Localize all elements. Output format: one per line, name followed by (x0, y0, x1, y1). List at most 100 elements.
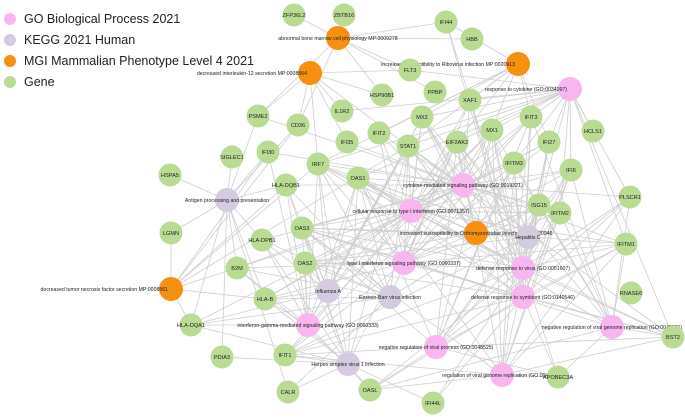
go-node-circle[interactable] (600, 315, 624, 339)
mgi-node-circle[interactable] (464, 221, 488, 245)
node-cd36[interactable]: CD36 (286, 113, 310, 137)
kegg-node-circle[interactable] (336, 352, 360, 376)
gene-node-circle[interactable] (250, 228, 274, 252)
node-ifit3[interactable]: IFIT3 (519, 105, 543, 129)
node-plscr1[interactable]: PLSCR1 (618, 185, 642, 209)
node-ifit2[interactable]: IFIT2 (367, 121, 391, 145)
node-ifi44[interactable]: IFI44 (434, 10, 458, 34)
node-ifi30[interactable]: IFI30 (256, 140, 280, 164)
gene-node-circle[interactable] (421, 391, 445, 415)
node-go_ct1[interactable]: cellular response to type I interferon (… (352, 199, 470, 223)
go-node-circle[interactable] (296, 313, 320, 337)
go-node-circle[interactable] (511, 256, 535, 280)
gene-node-circle[interactable] (273, 343, 297, 367)
gene-node-circle[interactable] (246, 104, 270, 128)
mgi-node-circle[interactable] (159, 277, 183, 301)
gene-node-circle[interactable] (396, 134, 420, 158)
node-go_nrvg[interactable]: negative regulation of viral genome repl… (542, 315, 683, 339)
gene-node-circle[interactable] (559, 158, 583, 182)
node-stat1[interactable]: STAT1 (396, 134, 420, 158)
node-mgi_il12[interactable]: decreased interleukin-12 secretion MP:00… (197, 61, 322, 85)
gene-node-circle[interactable] (619, 281, 643, 305)
node-il1r2[interactable]: IL1R2 (330, 99, 354, 123)
node-mx1[interactable]: MX1 (480, 118, 504, 142)
node-kegg_hsv[interactable]: Herpes simplex virus 1 infection (311, 352, 385, 376)
gene-node-circle[interactable] (276, 380, 300, 404)
gene-node-circle[interactable] (210, 345, 234, 369)
node-bst2[interactable]: BST2 (661, 325, 685, 349)
node-siglec1[interactable]: SIGLEC1 (220, 145, 244, 169)
node-eif2ak2[interactable]: EIF2AK2 (445, 130, 469, 154)
node-calr[interactable]: CALR (276, 380, 300, 404)
node-ifi35[interactable]: IFI35 (335, 130, 359, 154)
gene-node-circle[interactable] (398, 58, 422, 82)
go-node-circle[interactable] (558, 77, 582, 101)
gene-node-circle[interactable] (618, 185, 642, 209)
node-ifi27[interactable]: IFI27 (537, 130, 561, 154)
node-kegg_hepc[interactable]: Hepatitis C (515, 225, 541, 249)
node-oas1[interactable]: OAS1 (346, 166, 370, 190)
kegg-node-circle[interactable] (316, 279, 340, 303)
gene-node-circle[interactable] (519, 105, 543, 129)
gene-node-circle[interactable] (332, 3, 356, 27)
kegg-node-circle[interactable] (516, 225, 540, 249)
node-go_cyto[interactable]: response to cytokine (GO:0034097) (485, 77, 582, 101)
node-mgi_tnf[interactable]: decreased tumor necrosis factor secretio… (41, 277, 183, 301)
node-zbtb[interactable]: ZBTB16 (332, 3, 356, 27)
mgi-node-circle[interactable] (506, 52, 530, 76)
node-go_nrvp[interactable]: negative regulation of viral process (GO… (379, 335, 494, 359)
go-node-circle[interactable] (511, 285, 535, 309)
node-zfp[interactable]: ZFP36L2 (282, 3, 306, 27)
node-kegg_apc[interactable]: Antigen processing and presentation (185, 188, 269, 212)
gene-node-circle[interactable] (158, 163, 182, 187)
gene-node-circle[interactable] (460, 27, 484, 51)
gene-node-circle[interactable] (335, 130, 359, 154)
node-psme2[interactable]: PSME2 (246, 104, 270, 128)
node-mgi_rib[interactable]: increased susceptibility to Ribovirus in… (381, 52, 530, 76)
gene-node-circle[interactable] (458, 88, 482, 112)
node-isg15[interactable]: ISG15 (527, 193, 551, 217)
node-ifitm2[interactable]: IFITM2 (548, 201, 572, 225)
gene-node-circle[interactable] (527, 193, 551, 217)
node-flt3[interactable]: FLT3 (398, 58, 422, 82)
gene-node-circle[interactable] (367, 121, 391, 145)
gene-node-circle[interactable] (358, 378, 382, 402)
kegg-node-circle[interactable] (215, 188, 239, 212)
gene-node-circle[interactable] (179, 313, 203, 337)
node-pdia3[interactable]: PDIA3 (210, 345, 234, 369)
gene-node-circle[interactable] (581, 119, 605, 143)
node-lgmn[interactable]: LGMN (159, 221, 183, 245)
go-node-circle[interactable] (399, 199, 423, 223)
gene-node-circle[interactable] (548, 201, 572, 225)
kegg-node-circle[interactable] (378, 285, 402, 309)
node-xaf1[interactable]: XAF1 (458, 88, 482, 112)
node-ifitm1[interactable]: IFITM1 (614, 232, 638, 256)
gene-node-circle[interactable] (220, 145, 244, 169)
gene-node-circle[interactable] (445, 130, 469, 154)
node-mgi_ortho[interactable]: increased susceptibility to Orthomyxovir… (400, 221, 553, 245)
gene-node-circle[interactable] (661, 325, 685, 349)
gene-node-circle[interactable] (410, 105, 434, 129)
node-go_drv[interactable]: defense response to virus (GO:0051607) (476, 256, 570, 280)
node-hsp[interactable]: HSP90B1 (370, 83, 395, 107)
gene-node-circle[interactable] (282, 3, 306, 27)
node-hspa5[interactable]: HSPA5 (158, 163, 182, 187)
gene-node-circle[interactable] (274, 173, 298, 197)
gene-node-circle[interactable] (346, 166, 370, 190)
gene-node-circle[interactable] (293, 251, 317, 275)
mgi-node-circle[interactable] (298, 61, 322, 85)
node-go_drs[interactable]: defense response to symbiont (GO:0140546… (471, 285, 575, 309)
gene-node-circle[interactable] (537, 130, 561, 154)
gene-node-circle[interactable] (306, 152, 330, 176)
node-go_ifng[interactable]: interferon-gamma-mediated signaling path… (237, 313, 379, 337)
gene-node-circle[interactable] (502, 151, 526, 175)
gene-node-circle[interactable] (256, 140, 280, 164)
node-hlab[interactable]: HLA-B (253, 287, 277, 311)
gene-node-circle[interactable] (253, 287, 277, 311)
node-apobec3a[interactable]: APOBEC3A (543, 365, 573, 389)
node-rnase6[interactable]: RNASE6 (619, 281, 643, 305)
go-node-circle[interactable] (424, 335, 448, 359)
gene-node-circle[interactable] (290, 216, 314, 240)
node-go_t1[interactable]: type I interferon signaling pathway (GO:… (347, 251, 461, 275)
node-ifitm3[interactable]: IFITM3 (502, 151, 526, 175)
